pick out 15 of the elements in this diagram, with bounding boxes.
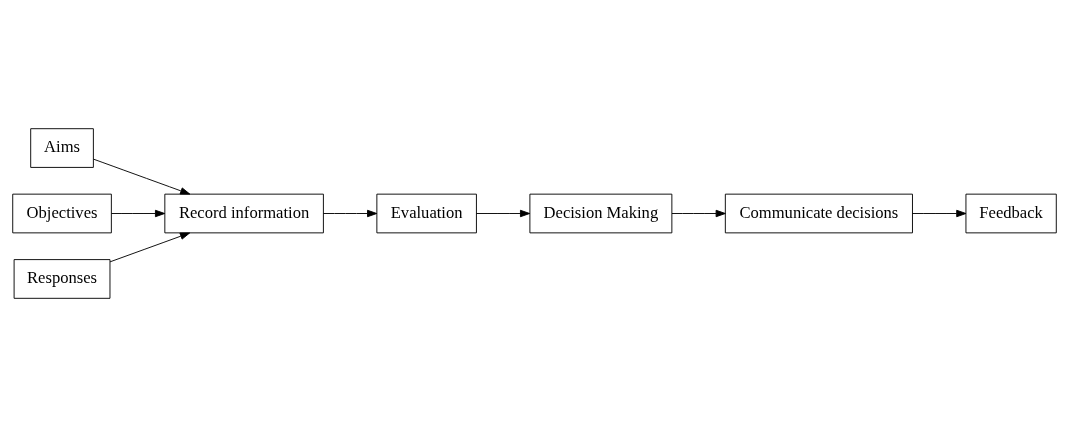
node-box: Feedback [965, 193, 1057, 233]
node-box: Decision Making [529, 193, 673, 233]
arrow [476, 209, 531, 217]
arrow [93, 158, 191, 195]
arrow [323, 209, 378, 217]
arrow [671, 209, 726, 217]
node-box: Aims [30, 127, 94, 168]
node-box: Communicate decisions [724, 193, 913, 233]
node-box: Responses [13, 258, 111, 299]
node-box: Objectives [12, 193, 112, 233]
node-box: Evaluation [376, 193, 477, 233]
node-box: Record information [164, 193, 324, 233]
arrow [109, 232, 191, 262]
arrow [111, 209, 166, 217]
arrow [912, 209, 967, 217]
